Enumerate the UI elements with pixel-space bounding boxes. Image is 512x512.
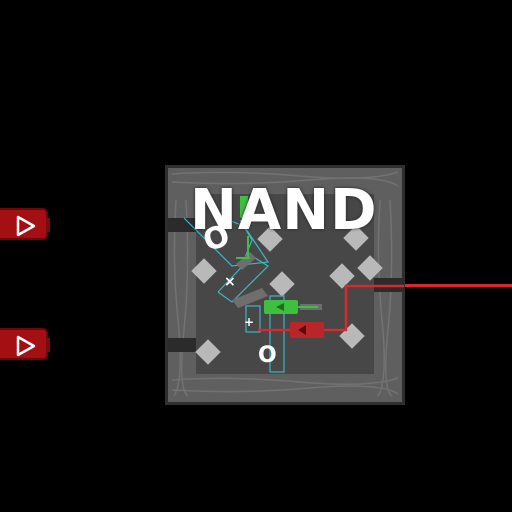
plus-marker-glyph: + <box>244 315 255 329</box>
bottom-marker-glyph: O <box>258 343 277 368</box>
input-pin-b[interactable] <box>0 328 50 360</box>
play-triangle-icon <box>16 335 36 357</box>
output-wire <box>404 284 512 287</box>
input-pin-a[interactable] <box>0 208 50 240</box>
cross-marker-glyph: × <box>224 274 236 290</box>
chip-label: NAND <box>190 178 378 243</box>
play-triangle-icon <box>16 215 36 237</box>
